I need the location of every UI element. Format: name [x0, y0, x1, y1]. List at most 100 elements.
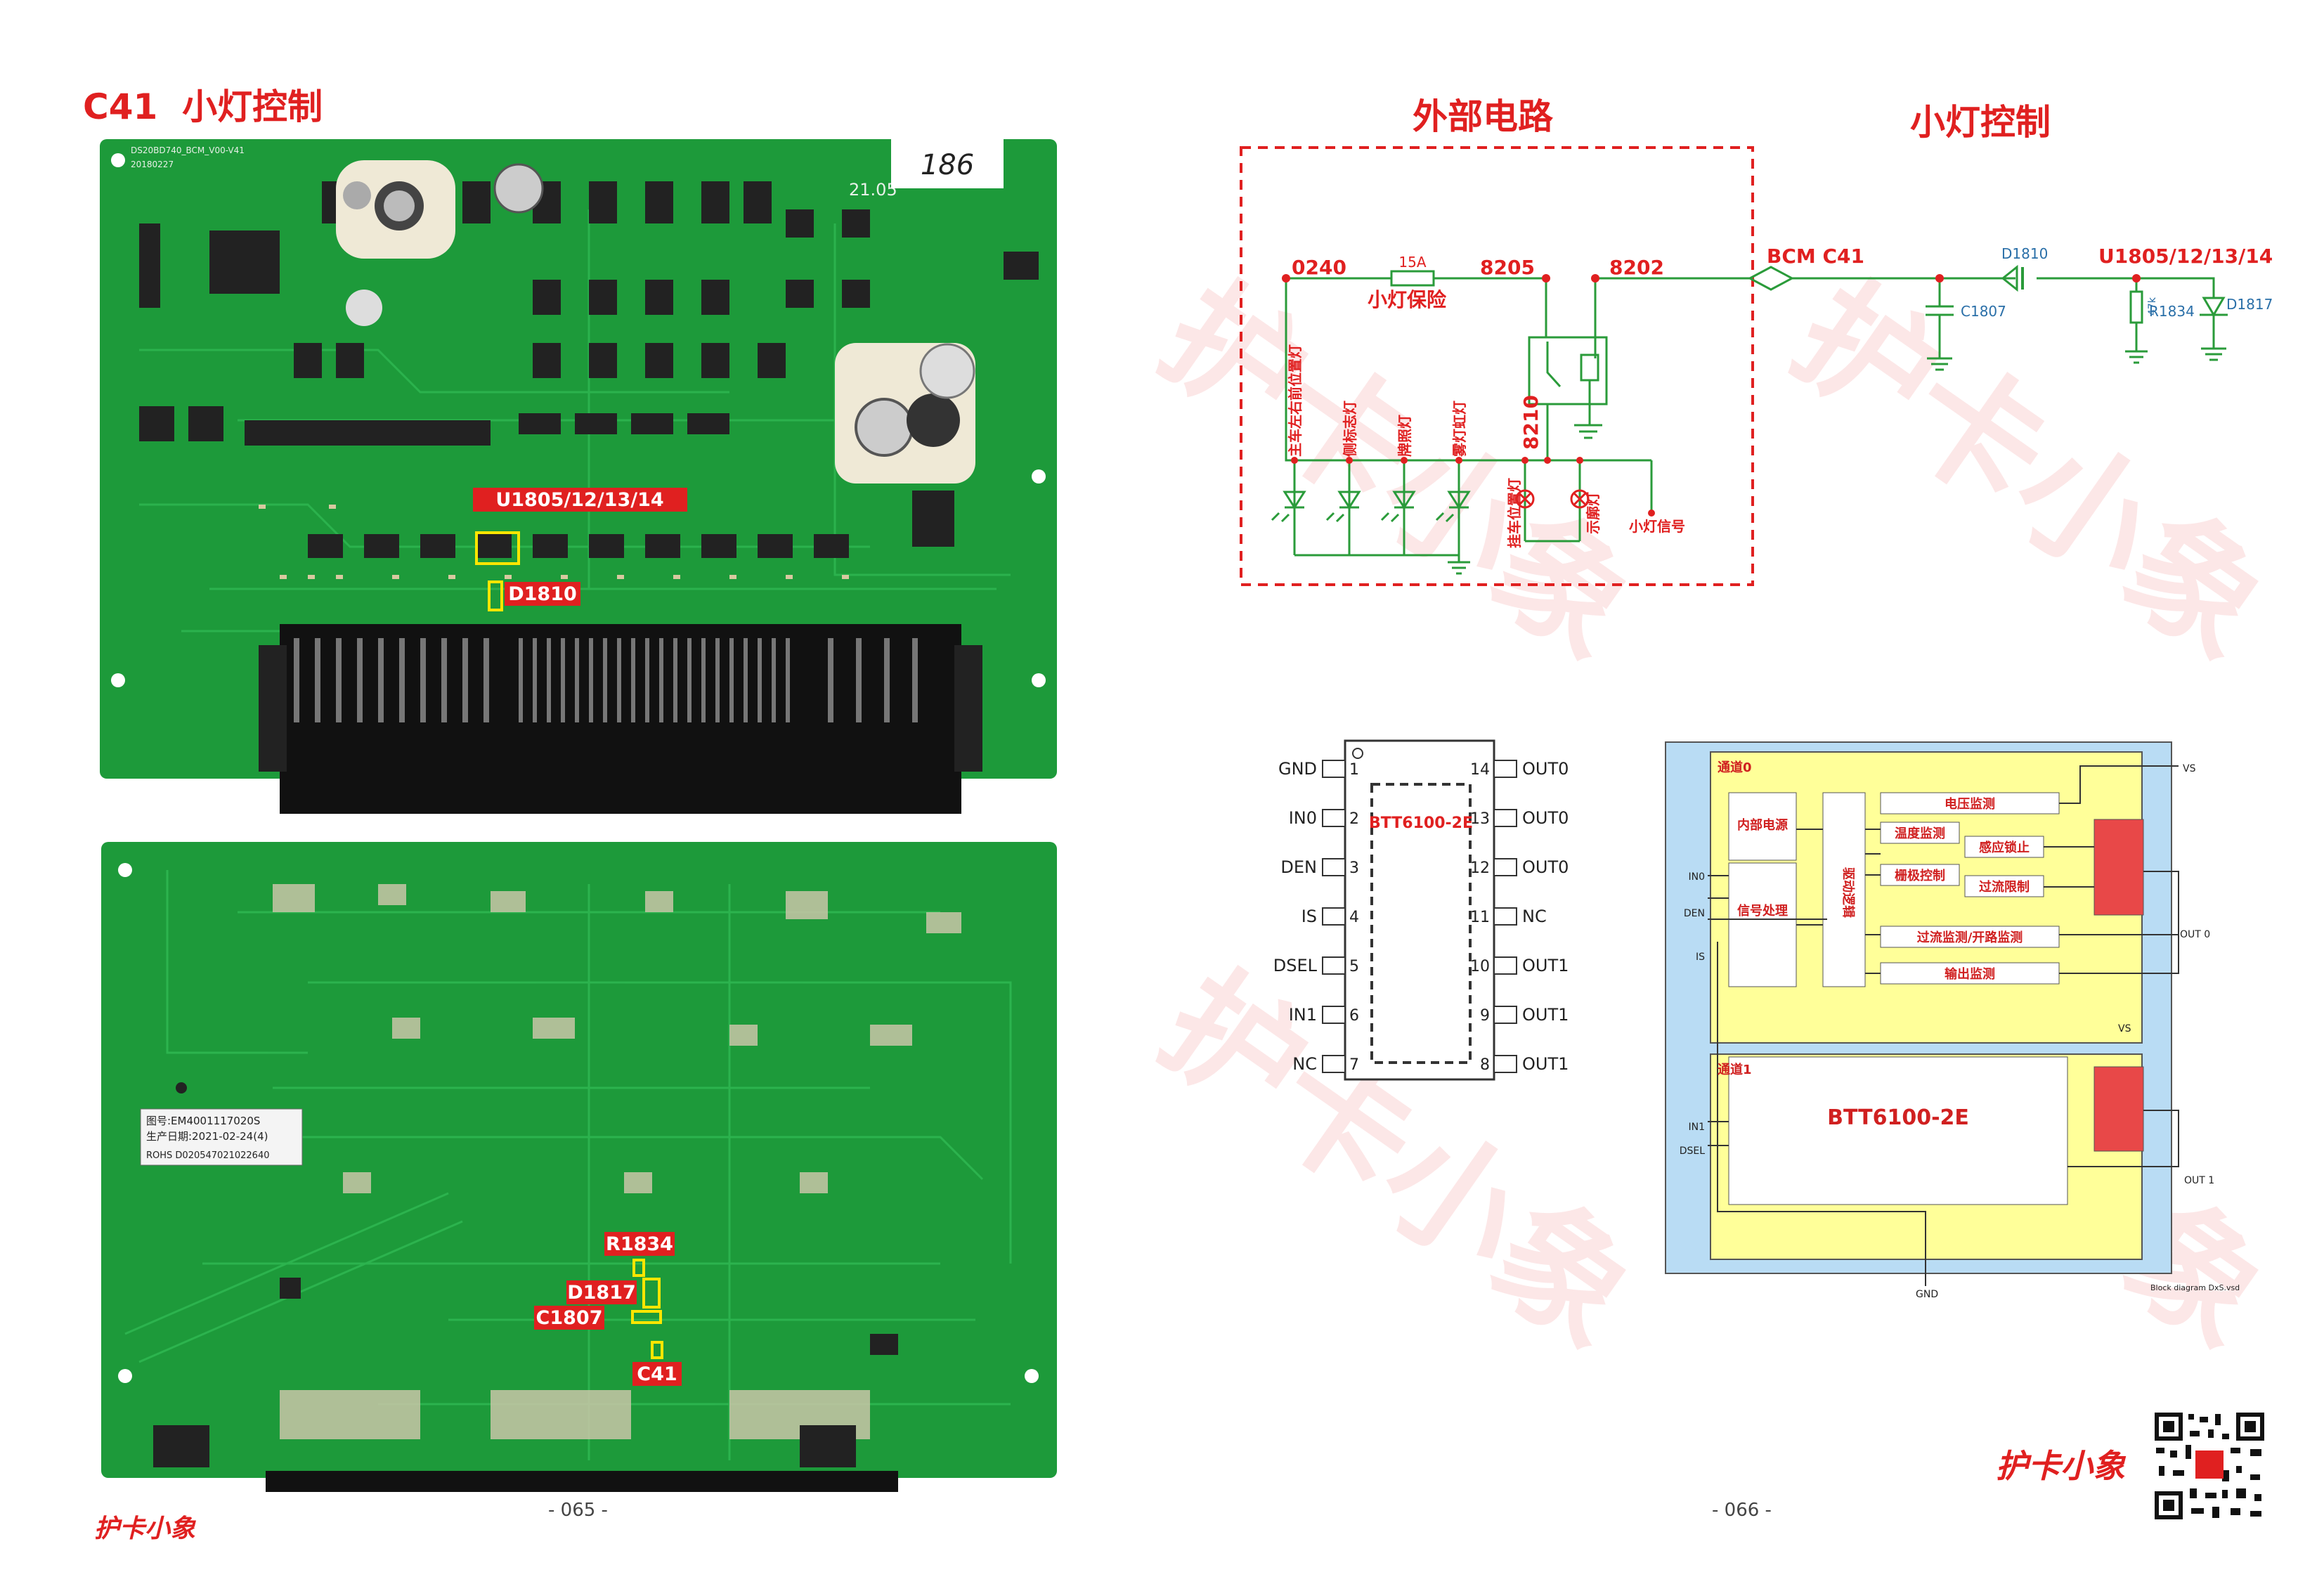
ic-pin-pad [1322, 858, 1346, 876]
lamp-clearance: 示廓灯 [1585, 492, 1602, 534]
fuse-name: 小灯保险 [1368, 288, 1447, 311]
u1805-label: U1805/12/13/14 [2098, 245, 2273, 268]
ic-pin-number: 3 [1349, 859, 1359, 877]
ic-pin-number: 12 [1470, 859, 1490, 877]
sticker-line2: 生产日期:2021-02-24(4) [146, 1130, 268, 1143]
ic-pin-pad [1322, 1055, 1346, 1073]
block-pin-vs2: VS [2118, 1023, 2131, 1034]
ic-pin-name: GND [1278, 759, 1317, 779]
sticker-line1: 图号:EM4001117020S [146, 1115, 260, 1127]
block-signal-processing: 信号处理 [1737, 903, 1788, 919]
ic-pin-pad [1493, 809, 1517, 827]
callout-d1810: D1810 [508, 583, 577, 605]
ic-pin-name: OUT1 [1522, 1005, 1569, 1025]
ic-pin-number: 14 [1470, 761, 1490, 779]
block-oc-open-monitor: 过流监测/开路监测 [1917, 930, 2023, 945]
block-pin-in0: IN0 [1688, 871, 1705, 883]
ic-pin-pad [1322, 760, 1346, 778]
block-gate-control: 栅极控制 [1895, 868, 1945, 883]
block-voltage-monitor: 电压监测 [1945, 796, 1995, 812]
block-internal-power: 内部电源 [1737, 817, 1788, 833]
block-induct-lock: 感应锁止 [1979, 840, 2030, 855]
ic-pin-number: 11 [1470, 909, 1490, 926]
ic-pin-name: IN0 [1289, 808, 1317, 828]
r1834-value: 47k [2147, 297, 2158, 316]
silk-model: DS20BD740_BCM_V00-V41 [131, 145, 245, 155]
block-pin-den: DEN [1684, 908, 1705, 919]
title-text: 小灯控制 [182, 86, 323, 127]
callout-c41: C41 [637, 1363, 677, 1385]
title-code: C41 [83, 86, 158, 127]
silk-date: 20180227 [131, 160, 174, 169]
external-circuit-schematic: 0240 15A 小灯保险 8205 8202 8210 BCM C41 U18… [1240, 146, 2273, 586]
block-current-limit: 过流限制 [1979, 879, 2030, 895]
fuse-rating: 15A [1398, 254, 1426, 271]
callout-c1807: C1807 [536, 1307, 603, 1329]
ic-pin-name: OUT0 [1522, 759, 1569, 779]
ic-pin-pad [1493, 760, 1517, 778]
callout-d1817: D1817 [567, 1282, 636, 1304]
pcb-bottom-photo: 图号:EM4001117020S 生产日期:2021-02-24(4) ROHS… [101, 842, 1057, 1492]
title-external-circuit: 外部电路 [1413, 96, 1553, 137]
c1807-label: C1807 [1961, 303, 2006, 320]
left-page-number: - 065 - [548, 1500, 608, 1521]
pcb-top-photo: DS20BD740_BCM_V00-V41 20180227 21.05 186… [100, 139, 1057, 814]
ic-pin-pad [1493, 858, 1517, 876]
ic-pin-name: NC [1522, 907, 1547, 926]
left-page-title: C41 小灯控制 [83, 79, 323, 129]
d1810-label: D1810 [2001, 245, 2048, 262]
ic-pin-pad [1322, 956, 1346, 975]
left-brand: 护卡小象 [94, 1514, 196, 1543]
ic-pin-name: OUT0 [1522, 808, 1569, 828]
lamp-side-marker: 侧标志灯 [1342, 401, 1358, 457]
block-pin-gnd: GND [1916, 1289, 1938, 1300]
light-signal: 小灯信号 [1629, 518, 1685, 535]
ic-pin-name: IN1 [1289, 1005, 1317, 1025]
block-drive-logic: 驱动逻辑 [1841, 867, 1856, 918]
qr-code-icon [2152, 1410, 2267, 1522]
ic-pin-number: 7 [1349, 1056, 1359, 1074]
r1834-label: R1834 [2149, 303, 2195, 320]
block-diagram: 通道0 通道1 内部电源 信号处理 驱动逻辑 电压监测 温度监测 感应锁止 栅极… [1665, 741, 2240, 1300]
node-0240: 0240 [1292, 256, 1346, 279]
ic-pin-pad [1493, 1055, 1517, 1073]
block-pin-dsel: DSEL [1680, 1146, 1706, 1157]
block-pin-out1: OUT 1 [2184, 1175, 2214, 1186]
node-8210: 8210 [1519, 395, 1543, 450]
ic-pin-name: IS [1301, 907, 1317, 926]
ic-pin-name: OUT1 [1522, 956, 1569, 975]
ic-pin-number: 6 [1349, 1007, 1359, 1025]
ic-pin-name: DEN [1280, 857, 1317, 877]
ic-pin-pad [1493, 956, 1517, 975]
lamp-fog-neon: 雾灯虹灯 [1451, 401, 1468, 457]
silk-rev: 21.05 [849, 180, 897, 200]
ic-pin-number: 4 [1349, 909, 1359, 926]
ic-pin-number: 13 [1470, 810, 1490, 828]
callout-r1834: R1834 [606, 1233, 673, 1255]
ic-pin-number: 9 [1480, 1007, 1490, 1025]
ic-pin-name: DSEL [1273, 956, 1318, 975]
block-pin-out0: OUT 0 [2180, 929, 2210, 940]
block-output-monitor: 输出监测 [1945, 966, 1995, 982]
right-page-number: - 066 - [1712, 1500, 1772, 1521]
block-pin-in1: IN1 [1688, 1122, 1705, 1133]
ic-pin-number: 1 [1349, 761, 1359, 779]
callout-u1805: U1805/12/13/14 [495, 489, 663, 511]
ic-pin-number: 5 [1349, 958, 1359, 975]
handwriting: 186 [921, 149, 974, 181]
ic-pin-name: OUT1 [1522, 1054, 1569, 1074]
right-brand: 护卡小象 [1996, 1447, 2125, 1485]
sticker-line3: ROHS D020547021022640 [146, 1150, 270, 1161]
ic-pin-number: 2 [1349, 810, 1359, 828]
bcm-c41: BCM C41 [1767, 245, 1864, 268]
lamp-front-position: 主车左右前位置灯 [1287, 344, 1304, 457]
node-8202: 8202 [1609, 256, 1664, 279]
block-pin-is: IS [1696, 952, 1705, 963]
block-ch1: 通道1 [1718, 1062, 1752, 1077]
lamp-license: 牌照灯 [1396, 415, 1413, 457]
ic-pin-pad [1322, 809, 1346, 827]
block-caption: Block diagram DxS.vsd [2150, 1283, 2240, 1292]
ic-pin-name: OUT0 [1522, 857, 1569, 877]
ic-name: BTT6100-2E [1369, 815, 1473, 832]
title-light-control: 小灯控制 [1910, 102, 2051, 143]
